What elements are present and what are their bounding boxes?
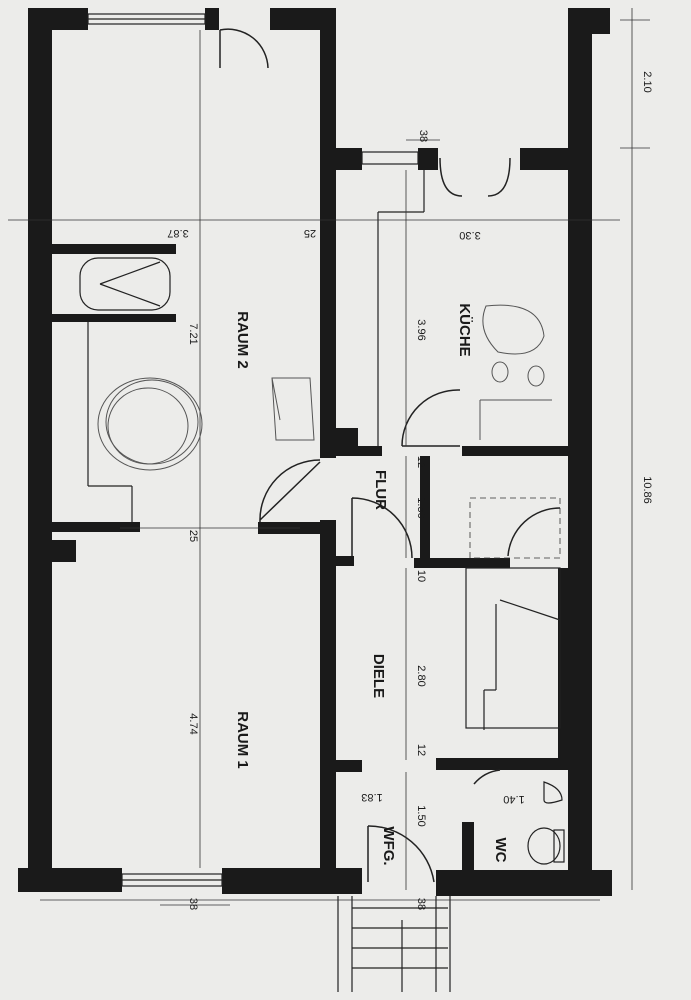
wall-bottom-mid (222, 868, 362, 894)
wall-left-outer (28, 8, 52, 892)
room-label-wfg: WFG. (380, 826, 397, 865)
room-label-raum1: RAUM 1 (234, 711, 251, 769)
wall-niche (52, 540, 76, 562)
inner-lines (52, 170, 565, 992)
dimension-labels: 2.10 10.86 3.87 25 3.30 38 7.21 3.96 12 … (167, 71, 653, 910)
doors (219, 28, 561, 883)
stair-box (465, 567, 561, 729)
wall-top (28, 8, 88, 30)
wall-kitchen-bottom (336, 446, 382, 456)
door-wc (473, 769, 501, 785)
dim-3-30: 3.30 (459, 229, 480, 241)
wall-wc-top (436, 758, 570, 770)
door-wfg (367, 825, 435, 883)
wall-kitchen-top-right (520, 148, 570, 170)
dim-12-a: 12 (415, 456, 427, 468)
dim-4-74: 4.74 (187, 713, 199, 734)
wall-wc-left (462, 822, 474, 882)
wall-center-lower (320, 520, 336, 880)
dimension-lines (8, 8, 650, 906)
wall-kitchen-top-small (418, 148, 438, 170)
bathtub (79, 257, 171, 311)
door-kitchen-closet (439, 157, 511, 197)
entrance-stairs (337, 896, 451, 992)
room-label-raum2: RAUM 2 (234, 311, 251, 369)
room-label-kueche: KÜCHE (456, 303, 473, 356)
wall-flur-diele (414, 558, 510, 568)
dim-38-top: 38 (417, 130, 429, 142)
dim-10: 10 (415, 570, 427, 582)
wall-stair-right (558, 568, 570, 768)
dim-38-bottom: 38 (415, 898, 427, 910)
wall-center-upper (320, 8, 336, 458)
sink (543, 781, 563, 804)
stair-dashed (469, 497, 561, 559)
dim-12-b: 12 (415, 744, 427, 756)
wall-flur-diele-left (336, 556, 354, 566)
room-label-diele: DIELE (370, 654, 387, 698)
dim-10-86: 10.86 (641, 476, 653, 504)
dim-1-50-b: 1.50 (415, 805, 427, 826)
wall-kitchen-bottom-right (462, 446, 570, 456)
dim-3-96: 3.96 (415, 319, 427, 340)
wall-right-cap (568, 8, 610, 34)
wall-flur-inner (420, 456, 430, 568)
dim-3-87: 3.87 (167, 227, 188, 239)
chair-sketch (271, 377, 315, 441)
wall-kitchen-top (336, 148, 362, 170)
dim-2-80: 2.80 (415, 665, 427, 686)
wall-right-outer (568, 10, 592, 890)
wall-top-mid (205, 8, 219, 30)
bath-niche-top (52, 244, 176, 254)
wall-diele-bottom (336, 760, 362, 772)
pencil-sketches (97, 304, 552, 471)
dim-2-10: 2.10 (641, 71, 653, 92)
wall-stub (336, 428, 358, 450)
wall-bottom-right (436, 870, 612, 896)
dim-25-top: 25 (304, 227, 316, 239)
door-flur (351, 497, 413, 559)
dim-38-left: 38 (187, 898, 199, 910)
door-kueche (401, 389, 461, 447)
toilet (527, 827, 561, 865)
walls (18, 8, 612, 896)
door-stair (507, 507, 561, 557)
wall-raum-divider-left (52, 522, 140, 532)
wall-top-right (270, 8, 336, 30)
wall-bottom-left (18, 868, 122, 892)
dim-25-mid: 25 (187, 530, 199, 542)
round-table-sketch (97, 377, 203, 471)
room-label-wc: WC (492, 838, 509, 863)
door-raum2-flur (259, 459, 321, 523)
door-raum2-top (219, 28, 269, 69)
bath-niche-bottom (52, 314, 176, 322)
dim-1-83: 1.83 (361, 791, 382, 803)
room-labels: RAUM 2 RAUM 1 KÜCHE FLUR DIELE WFG. WC (234, 303, 509, 865)
kitchen-table-sketch (482, 304, 545, 355)
room-label-flur: FLUR (372, 470, 389, 510)
dim-7-21: 7.21 (187, 323, 199, 344)
dim-1-40: 1.40 (503, 793, 524, 805)
dim-1-50-a: 1.50 (415, 497, 427, 518)
